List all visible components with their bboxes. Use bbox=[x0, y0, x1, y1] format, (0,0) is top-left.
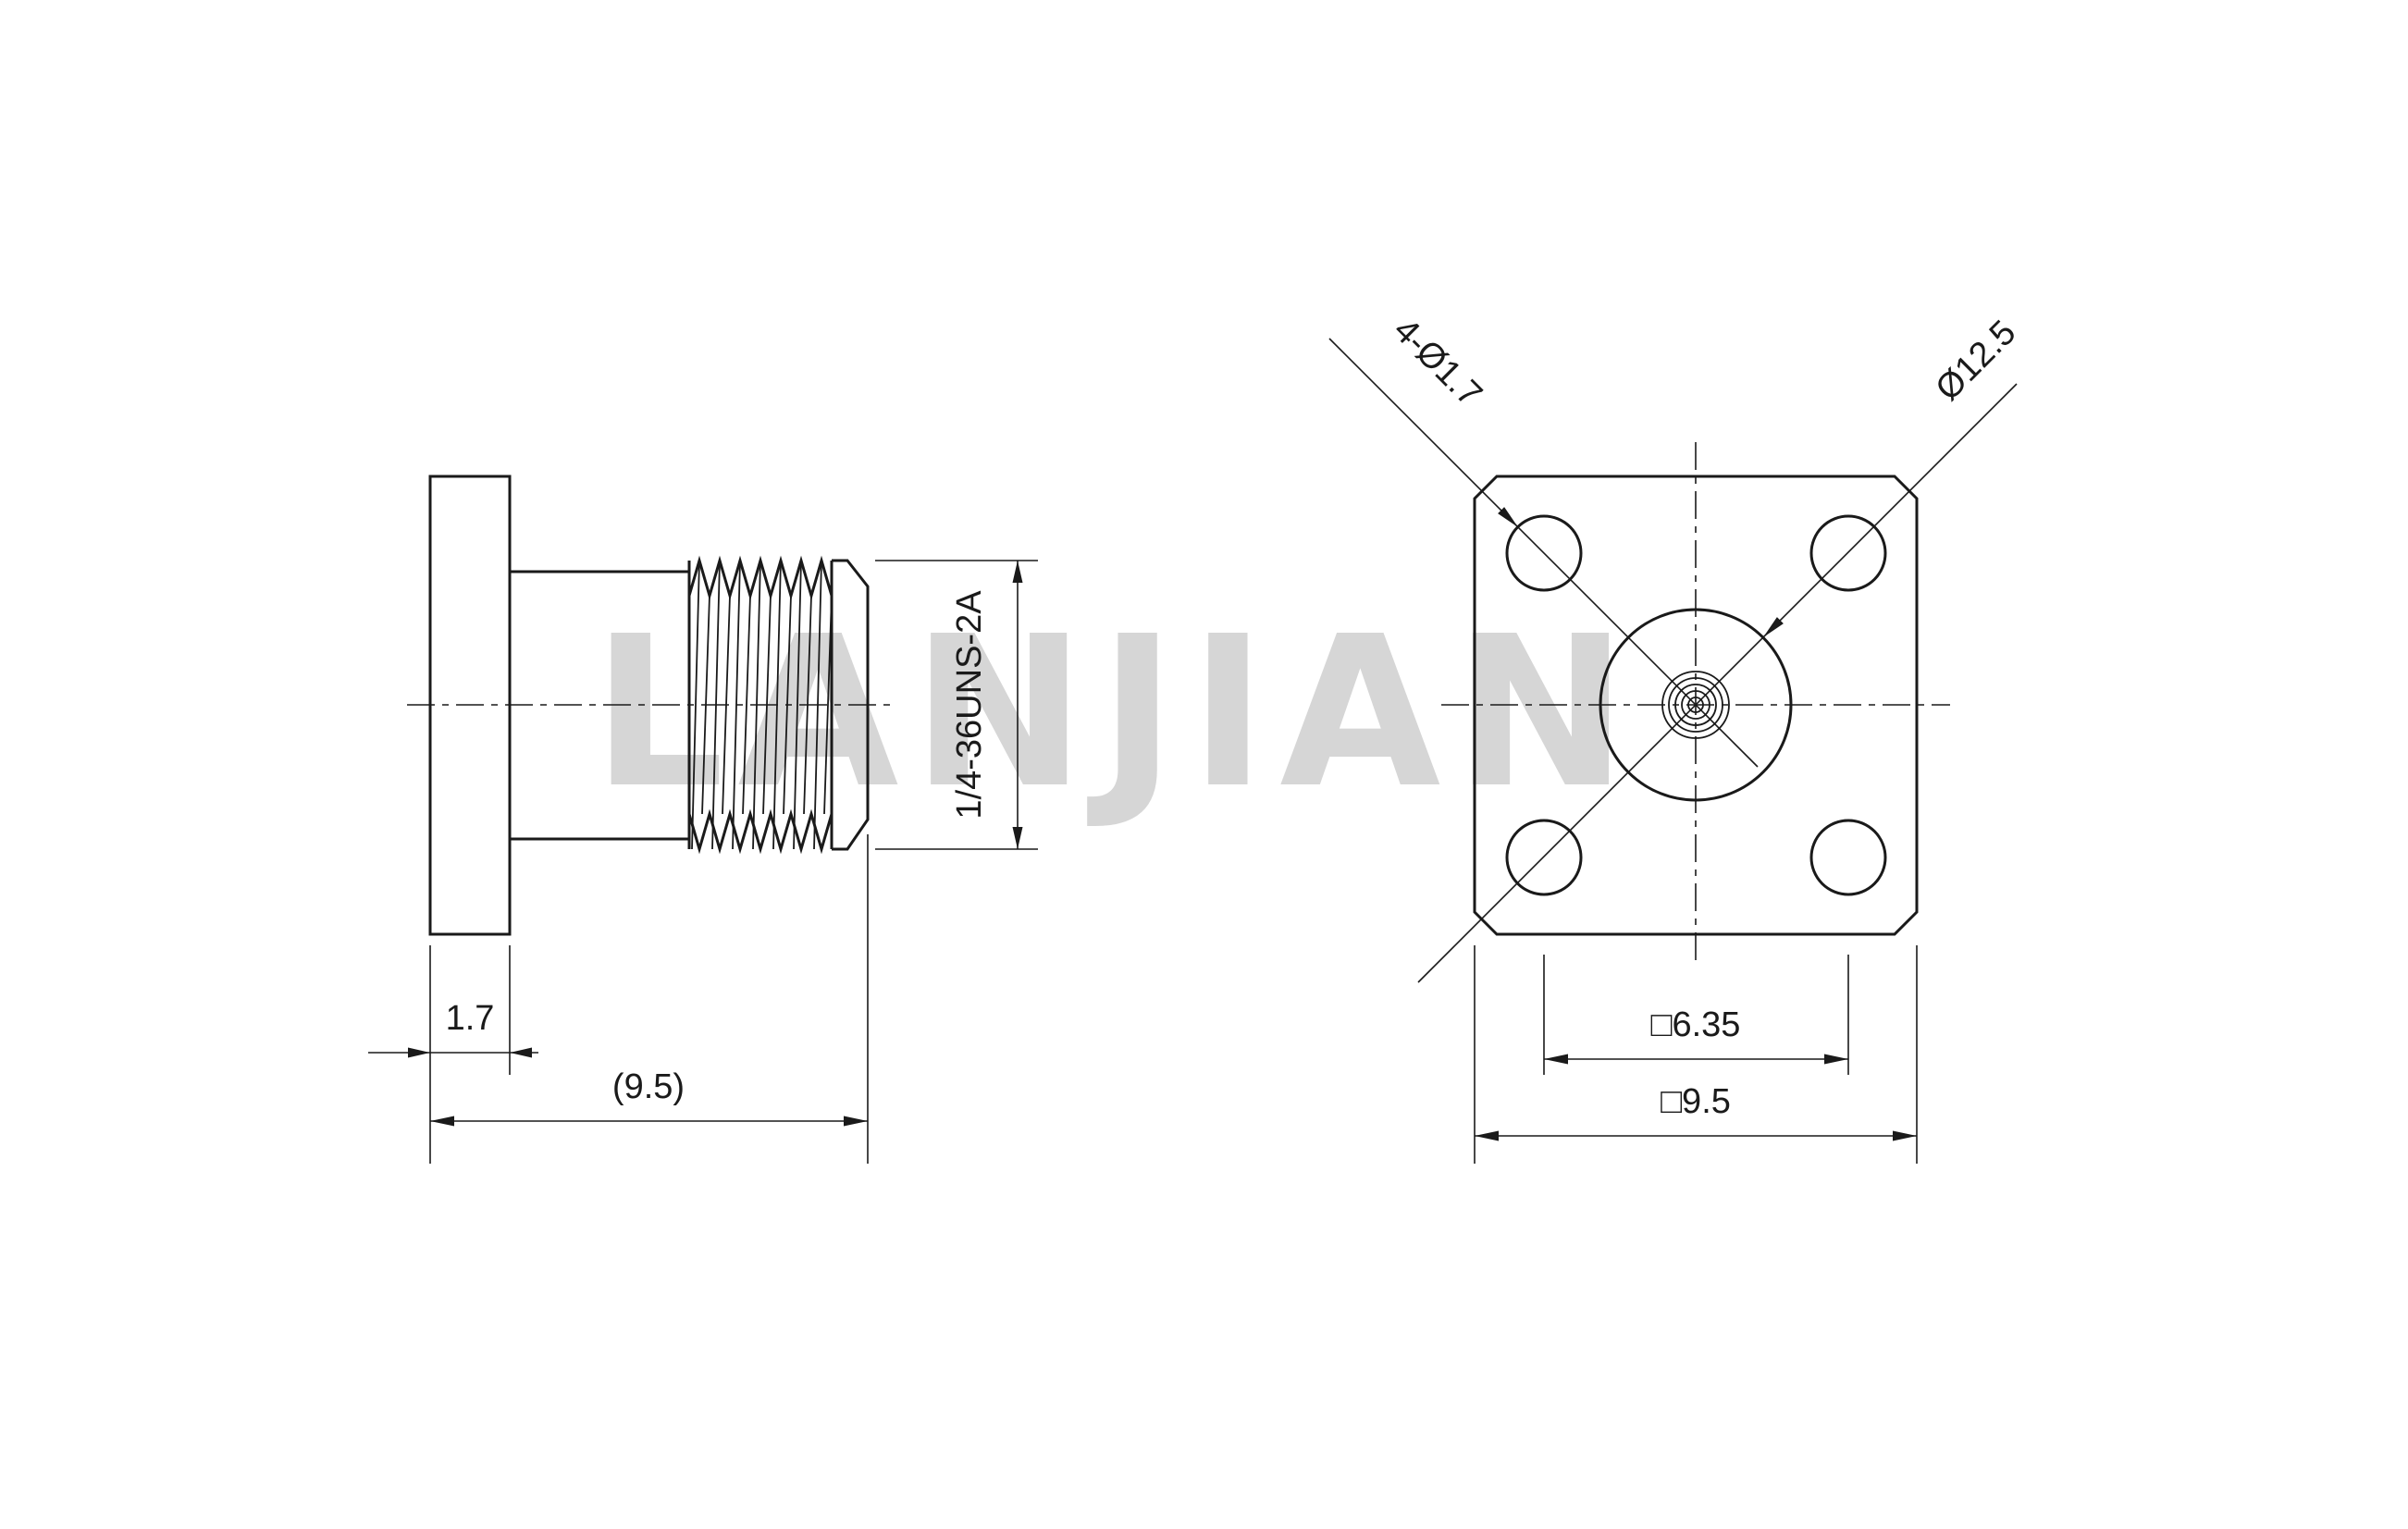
thread-profile-bottom bbox=[687, 808, 834, 855]
overall-length-arrow-left bbox=[430, 1116, 454, 1127]
thread-dim-arrow-down bbox=[1012, 827, 1023, 849]
thread-spec-label: 1/4-36UNS-2A bbox=[950, 590, 989, 820]
flange-thickness-extension-lines bbox=[429, 945, 511, 1164]
mounting-hole-top-right bbox=[1809, 514, 1887, 592]
hole-spacing-arrow-left bbox=[1544, 1054, 1568, 1065]
front-view: 4-Ø1.7 Ø12.5 bbox=[1328, 311, 2024, 983]
flange-size-arrow-left bbox=[1475, 1130, 1499, 1141]
front-view-dimensions: □6.35 □9.5 bbox=[1474, 945, 1918, 1164]
dim-outer-diameter-label: Ø12.5 bbox=[1929, 314, 2024, 409]
diameter-leader-arrow bbox=[1763, 617, 1784, 637]
holes-leader-line bbox=[1328, 338, 1759, 768]
dim-overall-length: (9.5) bbox=[612, 1067, 685, 1106]
flange-thickness-arrow-left bbox=[408, 1047, 430, 1058]
dim-flange-size: □9.5 bbox=[1661, 1082, 1731, 1121]
side-view bbox=[407, 475, 893, 936]
diameter-leader-line bbox=[1417, 383, 2018, 983]
side-view-dimensions: 1/4-36UNS-2A 1.7 (9.5) bbox=[368, 560, 1038, 1164]
dim-flange-thickness: 1.7 bbox=[446, 999, 495, 1038]
dim-holes-label: 4-Ø1.7 bbox=[1386, 311, 1489, 414]
thread-dim-arrow-up bbox=[1012, 561, 1023, 583]
mounting-hole-bottom-right bbox=[1809, 819, 1887, 896]
hole-spacing-extension-lines bbox=[1543, 955, 1849, 1075]
flange-size-arrow-right bbox=[1893, 1130, 1917, 1141]
front-flange-outline bbox=[1473, 475, 1919, 936]
dim-hole-spacing: □6.35 bbox=[1651, 1005, 1741, 1044]
hole-spacing-arrow-right bbox=[1824, 1054, 1848, 1065]
mounting-hole-top-left bbox=[1505, 514, 1583, 592]
overall-length-arrow-right bbox=[844, 1116, 868, 1127]
holes-leader-arrow bbox=[1498, 507, 1518, 527]
side-end-outline bbox=[830, 559, 870, 851]
mounting-hole-bottom-left bbox=[1505, 819, 1583, 896]
flange-thickness-arrow-right bbox=[510, 1047, 532, 1058]
flange-size-extension-lines bbox=[1474, 945, 1918, 1164]
thread-dim-extension-lines bbox=[875, 560, 1038, 850]
